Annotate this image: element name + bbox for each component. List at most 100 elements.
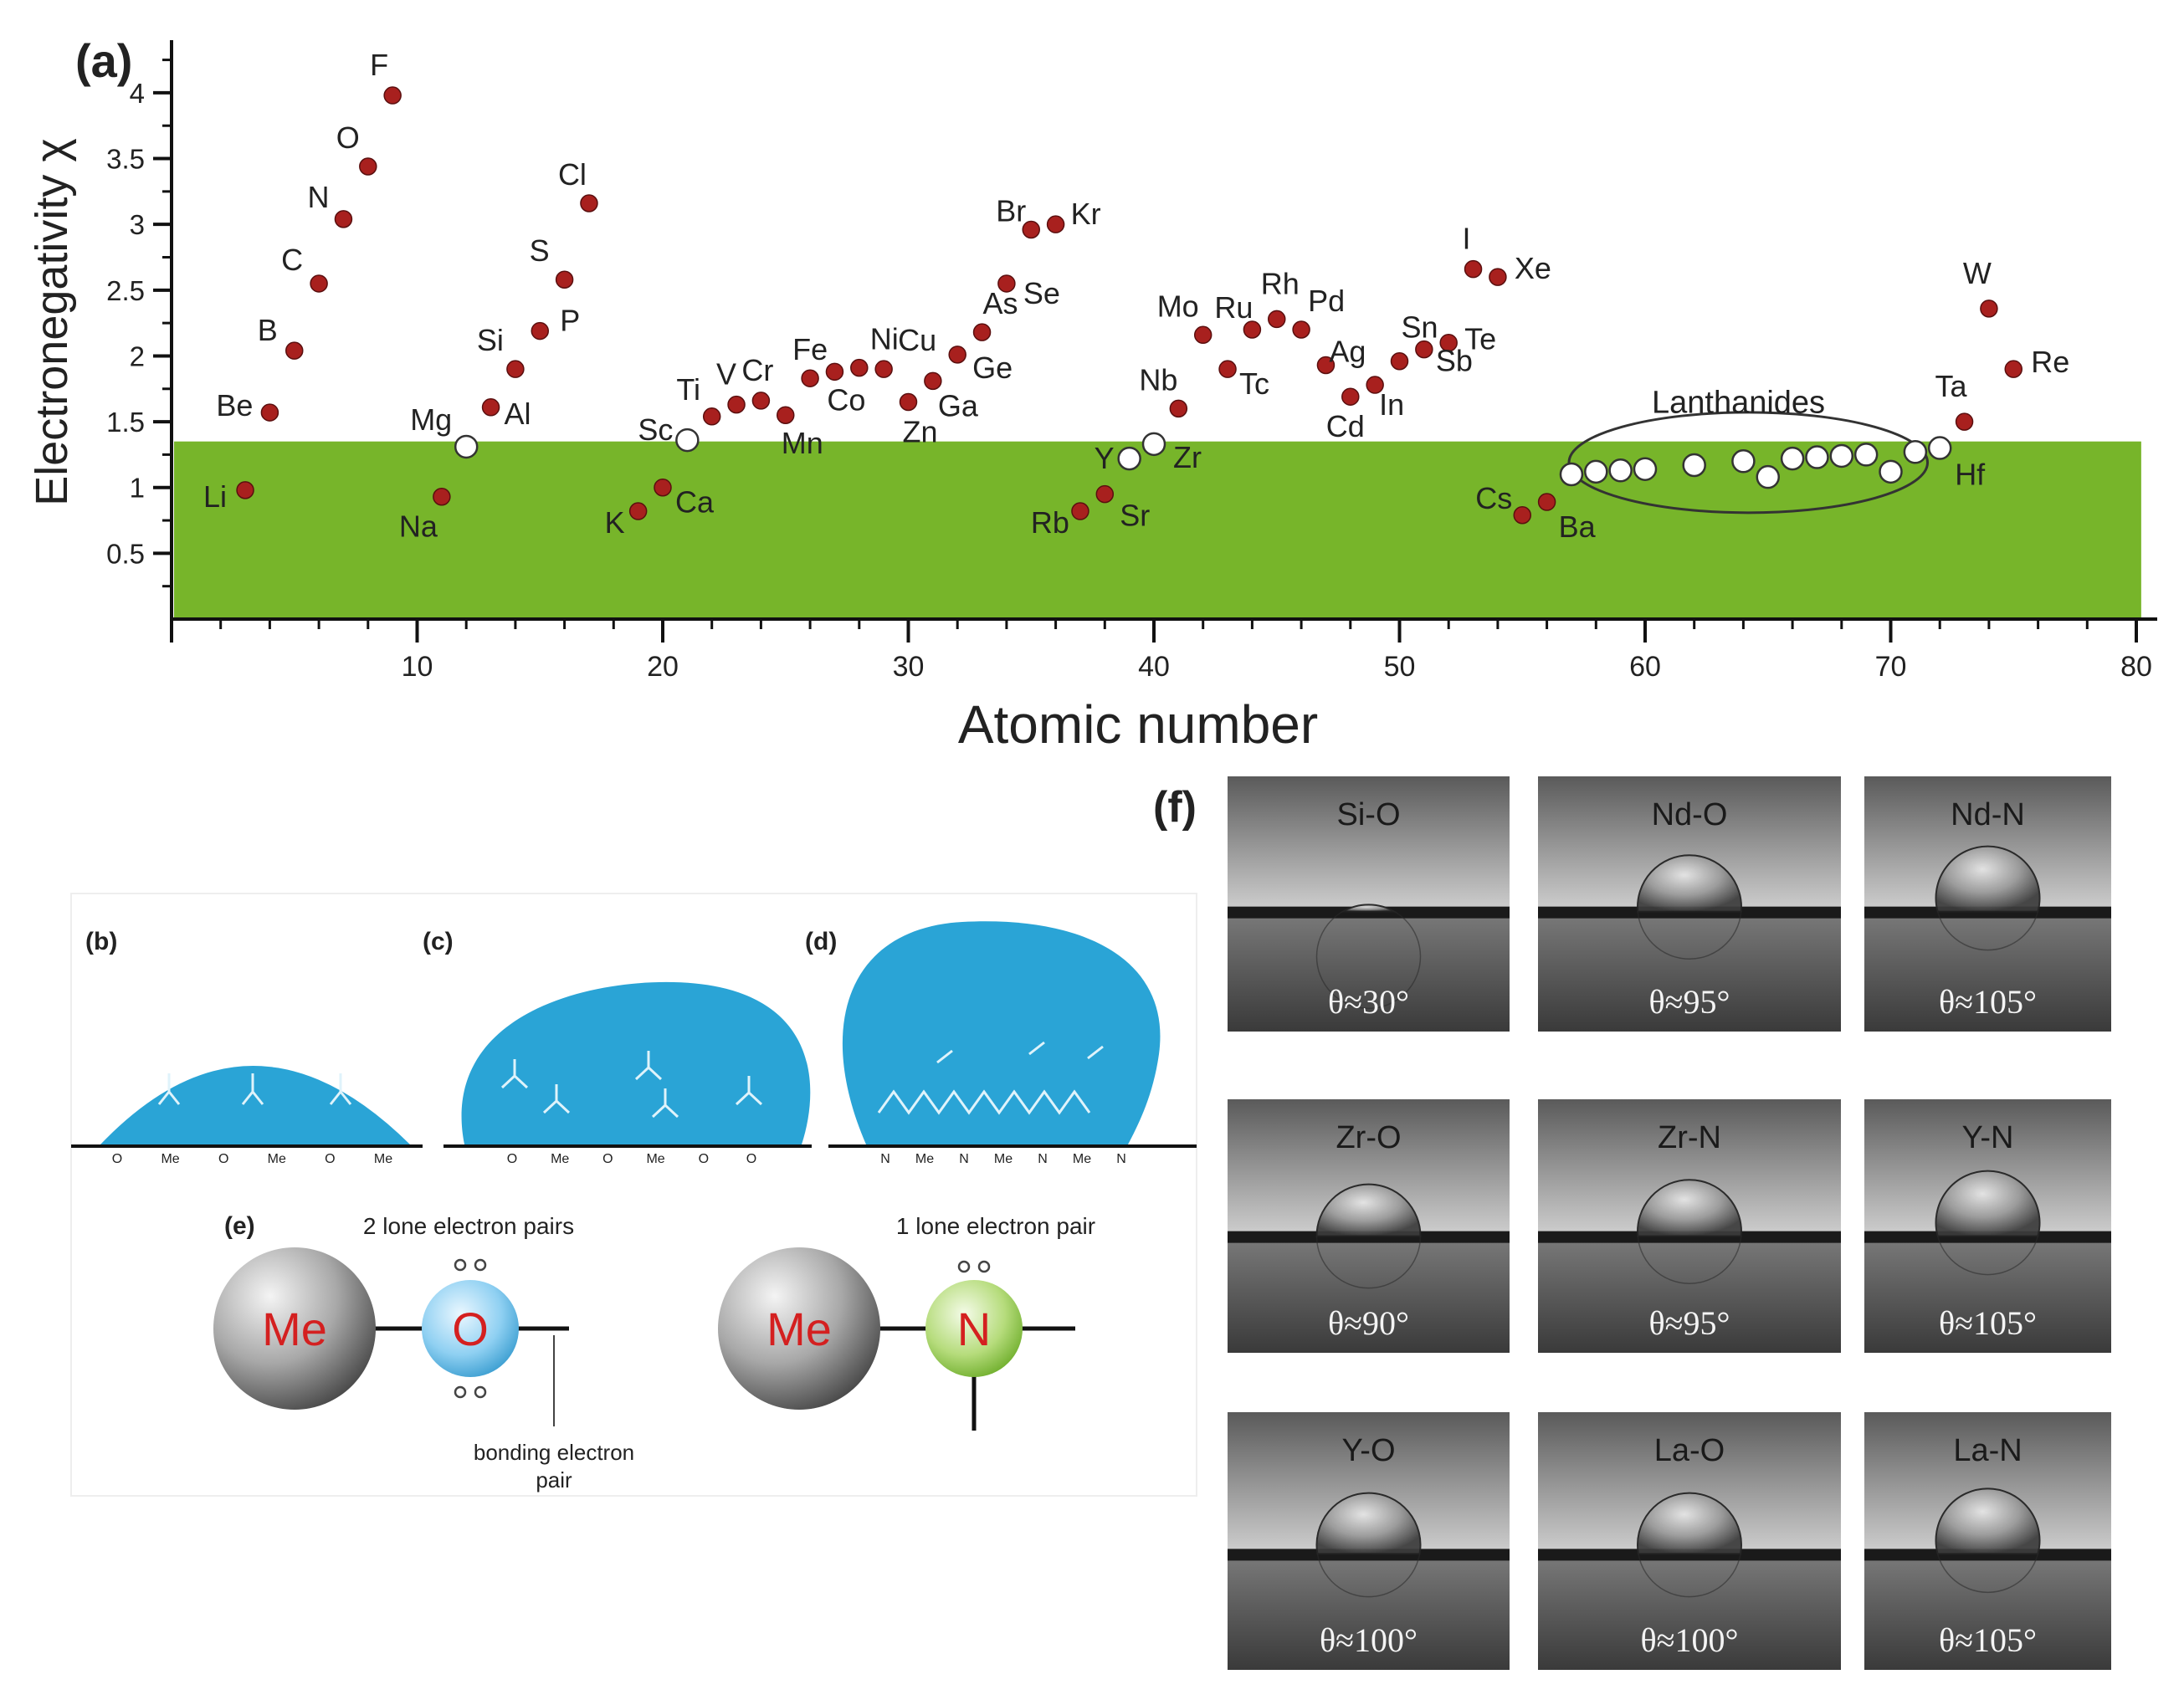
point-label-cd: Cd <box>1326 409 1365 443</box>
point-label-cu: Cu <box>898 323 936 357</box>
contact-angle-photos: (f) Si-Oθ≈30°Nd-Oθ≈95°Nd-Nθ≈105°Zr-Oθ≈90… <box>1153 776 2111 1670</box>
photo-grid: Si-Oθ≈30°Nd-Oθ≈95°Nd-Nθ≈105°Zr-Oθ≈90°Zr-… <box>1228 776 2111 1670</box>
photo-material-label: Nd-O <box>1652 797 1728 832</box>
point-label-sr: Sr <box>1120 499 1150 533</box>
nitrogen-atom-sphere <box>925 1280 1023 1377</box>
data-point-hollow <box>1559 462 1584 487</box>
point-label-v: V <box>716 357 736 392</box>
data-point-hollow <box>1117 446 1141 471</box>
data-point <box>310 274 328 293</box>
point-label-ta: Ta <box>1935 369 1968 403</box>
substrate-atom-label: N <box>880 1152 890 1166</box>
photo-contact-angle: θ≈95° <box>1648 1304 1730 1342</box>
fitted-circle <box>1315 904 1422 1010</box>
substrate-atom-label: Me <box>551 1152 569 1166</box>
data-point <box>1268 310 1286 329</box>
photo-material-label: Zr-O <box>1336 1120 1401 1155</box>
photo-contact-angle: θ≈100° <box>1640 1621 1738 1659</box>
y-tick-label: 0.5 <box>106 538 145 569</box>
x-tick-label: 60 <box>1629 651 1661 683</box>
data-point-hollow <box>1927 436 1952 460</box>
x-tick-label: 20 <box>647 651 679 683</box>
contact-angle-photo: Nd-O θ≈95° <box>1538 776 1841 1032</box>
data-point <box>899 392 918 412</box>
contact-angle-photo: La-Nθ≈105° <box>1864 1412 2111 1670</box>
data-point <box>948 346 966 364</box>
oxide-lone-pairs-caption: 2 lone electron pairs <box>363 1213 574 1239</box>
point-label-zr: Zr <box>1173 440 1202 474</box>
photo-substrate <box>1538 1236 1841 1353</box>
substrate-atom-label: Me <box>161 1152 179 1166</box>
point-label-rb: Rb <box>1031 505 1069 540</box>
point-label-as: As <box>983 286 1018 320</box>
oxygen-atom-label: O <box>452 1303 489 1355</box>
x-tick-label: 10 <box>402 651 433 683</box>
point-label-be: Be <box>216 388 253 422</box>
bonding-pair-caption-line2: pair <box>536 1467 572 1493</box>
photo-contact-angle: θ≈100° <box>1320 1621 1418 1659</box>
contact-angle-photo: Nd-Nθ≈105° <box>1864 776 2111 1032</box>
point-label-hf: Hf <box>1955 458 1986 492</box>
photo-background <box>1228 776 1510 912</box>
photo-substrate <box>1864 1236 2111 1353</box>
point-label-rh: Rh <box>1261 266 1300 300</box>
data-point <box>1537 493 1556 511</box>
substrate-atom-label: Me <box>1073 1152 1091 1166</box>
bonding-pair-caption-line1: bonding electron <box>474 1440 634 1465</box>
water-droplet-b <box>100 1066 410 1144</box>
x-tick-label: 70 <box>1875 651 1907 683</box>
photo-substrate <box>1864 1554 2111 1670</box>
data-point <box>727 395 746 414</box>
data-point <box>260 403 279 422</box>
x-tick-label: 30 <box>893 651 925 683</box>
data-point <box>1439 333 1458 352</box>
point-label-f: F <box>370 48 388 82</box>
substrate-atom-label: O <box>218 1152 228 1166</box>
y-tick-label: 2 <box>130 340 145 371</box>
x-tick-label: 50 <box>1384 651 1416 683</box>
point-label-ca: Ca <box>675 485 715 520</box>
data-point <box>874 360 893 378</box>
data-point <box>924 371 942 391</box>
data-point <box>1193 325 1212 345</box>
fitted-circle <box>1935 1170 2041 1276</box>
nitrogen-atom-label: N <box>957 1303 991 1355</box>
data-point <box>1095 484 1115 504</box>
point-label-fe: Fe <box>792 332 828 366</box>
data-point <box>1022 220 1040 239</box>
contact-angle-photo: Zr-Oθ≈90° <box>1228 1099 1510 1353</box>
data-point-hollow <box>1879 459 1903 484</box>
lanthanides-label: Lanthanides <box>1652 385 1825 420</box>
photo-contact-angle: θ≈105° <box>1939 983 2037 1021</box>
substrate-atom-label: Me <box>994 1152 1013 1166</box>
point-label-br: Br <box>996 193 1026 228</box>
metal-atom-sphere-nitride <box>718 1247 880 1410</box>
substrate-atom-label: O <box>602 1152 613 1166</box>
data-point <box>1980 300 1998 318</box>
photo-material-label: Zr-N <box>1658 1120 1721 1155</box>
lanthanides-ellipse <box>1567 411 1930 515</box>
photo-material-label: Si-O <box>1337 797 1401 832</box>
photo-material-label: La-N <box>1953 1433 2022 1468</box>
point-label-cl: Cl <box>558 157 587 192</box>
point-label-c: C <box>281 243 303 277</box>
y-tick-label: 2.5 <box>106 275 145 306</box>
photo-material-label: Y-N <box>1962 1120 2014 1155</box>
contact-angle-photo: Si-Oθ≈30° <box>1228 776 1510 1032</box>
data-point-hollow <box>1608 458 1633 483</box>
panel-label-c: (c) <box>423 928 454 955</box>
fitted-circle <box>1315 1492 1422 1598</box>
substrate-atom-label: O <box>325 1152 335 1166</box>
photo-substrate <box>1228 1236 1510 1353</box>
photo-contact-angle: θ≈95° <box>1648 983 1730 1021</box>
data-point <box>777 406 795 424</box>
data-point <box>1464 259 1483 279</box>
data-point-hollow <box>1903 440 1928 464</box>
data-point <box>1218 360 1237 378</box>
point-label-xe: Xe <box>1515 251 1551 285</box>
point-label-i: I <box>1463 222 1471 256</box>
